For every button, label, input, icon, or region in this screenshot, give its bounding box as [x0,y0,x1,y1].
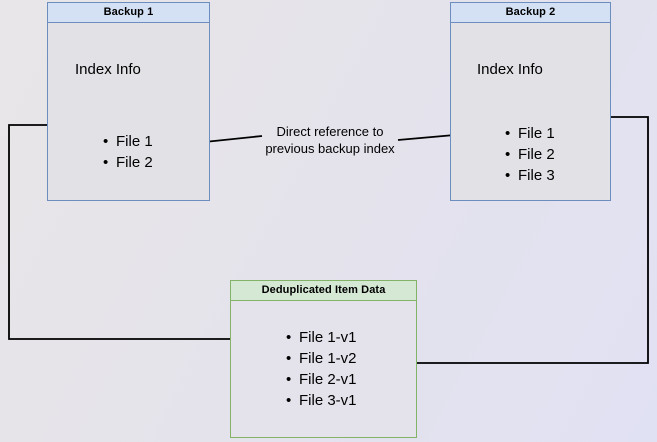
list-item: File 2-v1 [286,369,356,390]
node-backup-2[interactable]: Backup 2 Index Info File 1 File 2 File 3 [450,2,611,201]
list-item: File 2 [103,152,153,173]
node-deduplicated-item-data-title: Deduplicated Item Data [230,280,417,301]
node-backup-2-section-label: Index Info [477,61,543,78]
node-backup-1-title: Backup 1 [47,2,210,23]
node-deduplicated-item-data-body: File 1-v1 File 1-v2 File 2-v1 File 3-v1 [230,301,417,438]
list-item: File 1 [505,123,555,144]
connector-label-direct-reference: Direct reference to previous backup inde… [250,123,410,157]
list-item: File 3-v1 [286,390,356,411]
node-backup-1[interactable]: Backup 1 Index Info File 1 File 2 [47,2,210,201]
node-deduplicated-item-data[interactable]: Deduplicated Item Data File 1-v1 File 1-… [230,280,417,438]
list-item: File 1-v1 [286,327,356,348]
node-deduplicated-item-data-file-list: File 1-v1 File 1-v2 File 2-v1 File 3-v1 [285,327,356,411]
node-backup-1-body: Index Info File 1 File 2 [47,23,210,201]
node-backup-2-body: Index Info File 1 File 2 File 3 [450,23,611,201]
node-backup-2-title: Backup 2 [450,2,611,23]
node-backup-2-file-list: File 1 File 2 File 3 [504,123,555,186]
list-item: File 1-v2 [286,348,356,369]
connector-label-line-1: Direct reference to [276,124,384,139]
connector-label-line-2: previous backup index [265,141,395,156]
list-item: File 1 [103,131,153,152]
node-backup-1-file-list: File 1 File 2 [102,131,153,173]
list-item: File 2 [505,144,555,165]
list-item: File 3 [505,165,555,186]
node-backup-1-section-label: Index Info [75,61,141,78]
